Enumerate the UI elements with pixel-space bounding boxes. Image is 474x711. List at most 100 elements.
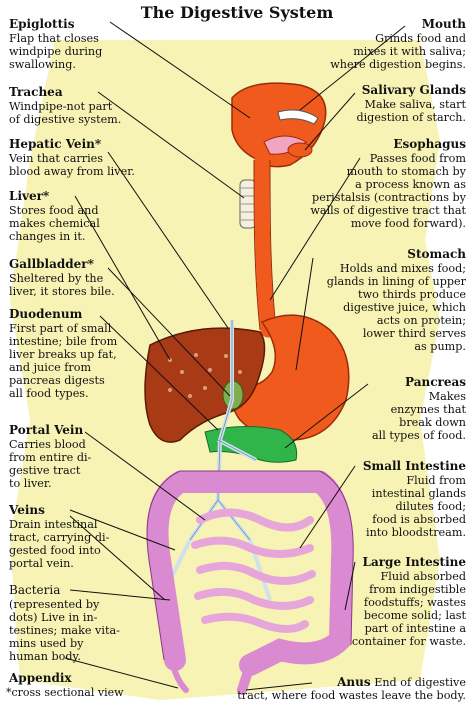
label-desc: all types of food.	[371, 428, 466, 442]
label-name: Bacteria	[9, 583, 61, 597]
label-pancreas: Pancreas Makes enzymes that break down a…	[350, 375, 466, 442]
teeth	[277, 109, 319, 125]
small-intestine-loops	[191, 508, 316, 633]
label-desc: Drain intestinal	[9, 517, 98, 531]
label-name: Duodenum	[9, 307, 83, 321]
label-liver: Liver* Stores food and makes chemical ch…	[9, 189, 139, 243]
label-bacteria: Bacteria (represented by dots) Live in i…	[9, 583, 139, 663]
label-desc: blood away from liver.	[9, 164, 135, 178]
label-gallbladder: Gallbladder* Sheltered by the liver, it …	[9, 257, 149, 297]
label-desc: Sheltered by the	[9, 271, 104, 285]
label-desc: Carries blood	[9, 437, 86, 451]
label-desc: swallowing.	[9, 57, 76, 71]
label-name: Hepatic Vein*	[9, 137, 102, 151]
label-name: Gallbladder*	[9, 257, 94, 271]
label-desc: windpipe during	[9, 44, 103, 58]
label-desc: Windpipe-not part	[9, 99, 113, 113]
label-salivary-glands: Salivary Glands Make saliva, start diges…	[316, 83, 466, 124]
label-desc: intestine; bile from	[9, 334, 118, 348]
label-name: Appendix	[9, 671, 72, 685]
label-desc: where digestion begins.	[330, 57, 466, 71]
label-desc: acts on protein;	[376, 313, 466, 327]
label-desc: peristalsis (contractions by	[312, 190, 466, 204]
label-line: Anus End of digestive	[218, 675, 466, 690]
label-desc: walls of digestive tract that	[310, 203, 466, 217]
label-small-intestine: Small Intestine Fluid from intestinal gl…	[340, 459, 466, 539]
label-desc: tract, carrying di-	[9, 530, 110, 544]
label-desc: move food forward).	[350, 216, 466, 230]
label-desc: part of intestine a	[364, 621, 466, 635]
label-desc: break down	[399, 415, 466, 429]
label-desc: all food types.	[9, 386, 89, 400]
label-desc: Makes	[428, 389, 466, 403]
label-esophagus: Esophagus Passes food from mouth to stom…	[276, 137, 466, 230]
label-desc: as pump.	[414, 339, 466, 353]
label-desc: Make saliva, start	[364, 97, 466, 111]
label-desc: mouth to stomach by	[346, 164, 466, 178]
label-desc: portal vein.	[9, 556, 74, 570]
label-large-intestine: Large Intestine Fluid absorbed from indi…	[330, 555, 466, 647]
label-name: Esophagus	[393, 137, 466, 151]
label-name: Small Intestine	[362, 459, 466, 473]
label-desc: gested food into	[9, 543, 101, 557]
tongue	[263, 135, 307, 155]
label-desc: Fluid from	[406, 473, 466, 487]
label-desc: human body.	[9, 649, 81, 663]
label-desc: two thirds produce	[358, 287, 466, 301]
pancreas-shape	[204, 425, 298, 463]
label-desc: changes in it.	[9, 229, 86, 243]
label-desc: mixes it with saliva;	[353, 44, 466, 58]
label-desc: from entire di-	[9, 450, 92, 464]
label-name: Portal Vein	[9, 423, 84, 437]
label-epiglottis: Epiglottis Flap that closes windpipe dur…	[9, 17, 149, 71]
page-title: The Digestive System	[140, 3, 334, 22]
label-desc: mins used by	[9, 636, 84, 650]
leader-lines	[64, 21, 406, 691]
label-trachea: Trachea Windpipe-not part of digestive s…	[9, 85, 159, 125]
label-duodenum: Duodenum First part of small intestine; …	[9, 307, 144, 400]
label-veins: Veins Drain intestinal tract, carrying d…	[9, 503, 134, 570]
label-desc: Grinds food and	[375, 31, 466, 45]
label-desc: to liver.	[9, 476, 52, 490]
label-desc: Flap that closes	[9, 31, 99, 45]
label-desc: End of digestive	[374, 676, 466, 689]
esophagus-outline	[253, 159, 277, 331]
vein-outline	[189, 320, 257, 541]
label-desc: makes chemical	[9, 216, 100, 230]
label-desc: Passes food from	[369, 151, 466, 165]
label-mouth: Mouth Grinds food and mixes it with sali…	[300, 17, 466, 71]
label-desc: (represented by	[9, 597, 100, 611]
label-desc: lower third serves	[362, 326, 466, 340]
label-name: Liver*	[9, 189, 50, 203]
label-desc: glands in lining of upper	[326, 274, 466, 288]
label-name: Stomach	[407, 247, 466, 261]
label-desc: dots) Live in in-	[9, 610, 98, 624]
salivary-gland	[287, 142, 313, 158]
label-desc: digestive juice, which	[343, 300, 466, 314]
label-appendix: Appendix	[9, 671, 129, 686]
label-desc: into bloodstream.	[366, 525, 466, 539]
label-desc: Fluid absorbed	[380, 569, 466, 583]
label-desc: Holds and mixes food;	[339, 261, 466, 275]
label-desc: intestinal glands	[371, 486, 466, 500]
label-desc: a process known as	[355, 177, 466, 191]
label-desc: dilutes food;	[395, 499, 466, 513]
label-desc: Stores food and	[9, 203, 99, 217]
label-hepatic-vein: Hepatic Vein* Vein that carries blood aw…	[9, 137, 169, 178]
rectum-shape	[237, 660, 255, 695]
label-portal-vein: Portal Vein Carries blood from entire di…	[9, 423, 129, 490]
label-desc: pancreas digests	[9, 373, 105, 387]
label-desc: food is absorbed	[372, 512, 466, 526]
label-stomach: Stomach Holds and mixes food; glands in …	[300, 247, 466, 353]
label-name: Mouth	[421, 17, 466, 31]
label-desc: gestive tract	[9, 463, 81, 477]
label-desc: become solid; last	[363, 608, 466, 622]
label-name: Pancreas	[405, 375, 466, 389]
label-name: Veins	[9, 503, 45, 517]
large-intestine-shape	[146, 471, 354, 676]
label-desc: Vein that carries	[9, 151, 104, 165]
label-desc: digestion of starch.	[356, 110, 466, 124]
label-name: Anus	[337, 675, 371, 689]
label-desc: and juice from	[9, 360, 92, 374]
